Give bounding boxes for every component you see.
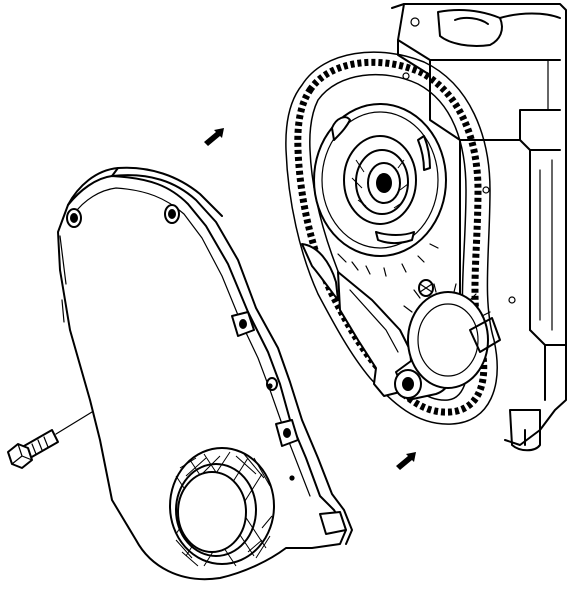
cover-bolt-hole (231, 311, 255, 337)
cover-bolt (7, 411, 93, 469)
arrow-icon (204, 128, 224, 146)
cover-bolt-hole (275, 419, 299, 447)
camshaft-sprocket (313, 103, 447, 277)
crankshaft-seal-area (169, 447, 275, 567)
cover-bolt-hole (319, 511, 347, 535)
cover-bolt-hole (164, 204, 180, 224)
arrow-icon (396, 452, 416, 470)
cover-bolt-hole (66, 208, 82, 228)
timing-chain (285, 51, 498, 425)
timing-cover (57, 166, 353, 581)
crankshaft-sprocket (403, 283, 501, 389)
